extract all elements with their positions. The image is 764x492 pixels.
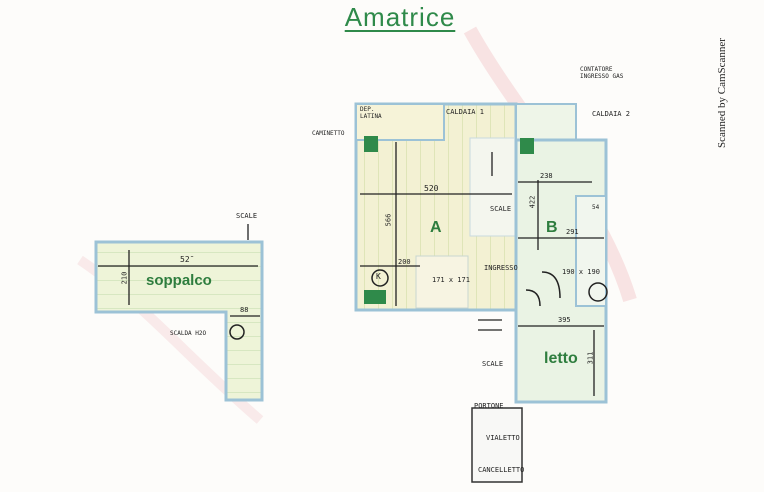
scaldabagno-icon (229, 324, 245, 340)
dim-small-width: 88 (240, 306, 249, 314)
k-circle-icon (371, 269, 389, 287)
label-caldaia1: CALDAIA 1 (446, 108, 484, 116)
dim-a-width: 520 (424, 184, 439, 193)
bed-a-area (415, 255, 469, 309)
label-scaldabagno: SCALDA H2O (170, 330, 207, 337)
bathroom-area (575, 195, 607, 307)
kitchen-unit-icon (364, 290, 386, 304)
dim-b-width1: 238 (540, 172, 553, 180)
stair-area (469, 137, 517, 237)
room-label-soppalco: soppalco (146, 272, 212, 289)
dep-latina-area (355, 103, 445, 141)
label-scale-top: SCALE (236, 212, 258, 220)
dim-letto-height: 311 (586, 351, 595, 365)
toilet-icon (588, 282, 608, 302)
label-scale-bottom: SCALE (482, 360, 504, 368)
caldaia2-area (515, 103, 577, 141)
dim-letto-width: 395 (558, 316, 571, 324)
soppalco-floor (94, 240, 264, 402)
dimension-lines (98, 142, 604, 396)
dim-soppalco-height: 210 (120, 271, 129, 285)
vialetto-path (471, 407, 523, 483)
label-vialetto: VIALETTO (486, 434, 520, 442)
dim-kitchen-width: 200 (398, 258, 411, 266)
door-swing-icon (541, 271, 561, 299)
dim-b-width2: 291 (566, 228, 579, 236)
room-label-letto: letto (544, 350, 578, 367)
page-title: Amatrice (344, 2, 456, 32)
dim-b-width3: 54 (592, 204, 600, 211)
door-swing-icon (525, 289, 541, 307)
label-bed-b: 190 x 190 (562, 268, 600, 276)
dim-soppalco-width: 52̄ (180, 255, 190, 264)
label-bed-a: 171 x 171 (432, 276, 470, 284)
label-ingresso: INGRESSO (484, 264, 518, 272)
boiler-icon (520, 138, 534, 154)
label-cancelletto: CANCELLETTO (478, 466, 525, 474)
label-scale-mid: SCALE (490, 205, 512, 213)
label-k-mark: K (376, 272, 381, 281)
label-caminetto: CAMINETTO (312, 130, 345, 137)
label-caldaia2: CALDAIA 2 (592, 110, 630, 118)
room-label-b: B (546, 219, 558, 236)
dim-a-height: 566 (384, 213, 393, 227)
dim-b-height: 422 (528, 195, 537, 209)
caminetto-icon (364, 136, 378, 152)
label-contatore: CONTATORE INGRESSO GAS (580, 66, 624, 80)
room-label-a: A (430, 219, 442, 236)
label-portone: PORTONE (474, 402, 504, 410)
label-dep-latina: DEP. LATINA (360, 106, 382, 120)
